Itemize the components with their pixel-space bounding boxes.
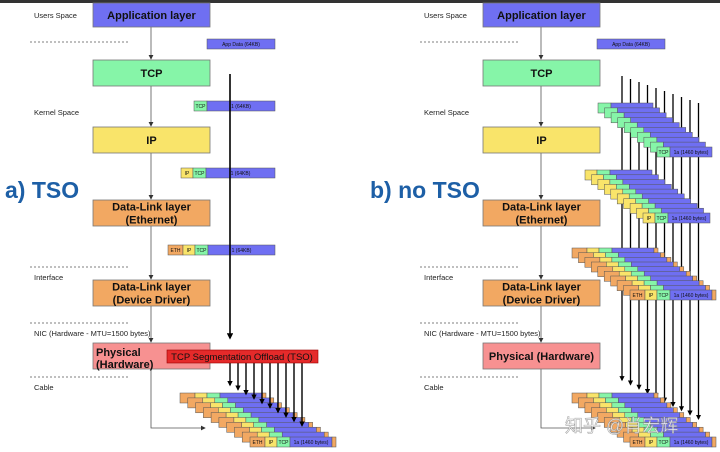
wire-frame-cell-label: 1a (1460 bytes) <box>294 440 329 446</box>
ip-segment: IP TCP 1 (64KB) <box>180 167 276 179</box>
wire-frame-cell <box>331 436 337 448</box>
ip-layer-box <box>482 126 601 154</box>
flow-arrow <box>150 369 206 431</box>
watermark: 知乎 @肖宏辉 <box>565 416 678 436</box>
eth-segment-cell-label: TCP <box>197 248 208 254</box>
ip-layer-box-label: IP <box>536 135 546 147</box>
tcp-frame: TCP 1a (1460 bytes) <box>656 146 713 158</box>
eth-segment: ETH IP TCP 1 (64KB) <box>167 244 276 256</box>
physical-layer-box-label: Physical (Hardware) <box>489 351 594 363</box>
tso-label: TCP Segmentation Offload (TSO) <box>171 352 313 363</box>
tcp-layer-box <box>482 59 601 87</box>
physical-label: Physical <box>96 347 141 359</box>
datalink-driver-box <box>92 279 211 307</box>
panel-b-title: b) no TSO <box>370 177 480 203</box>
panel-a-title: a) TSO <box>5 177 79 203</box>
tcp-segment: TCP 1 (64KB) <box>193 100 276 112</box>
tcp-segment-cell-label: TCP <box>196 104 207 110</box>
eth-segment-cell-label: ETH <box>171 248 181 254</box>
wire-frame-cell <box>711 436 717 448</box>
ip-layer-box-label: IP <box>146 135 156 147</box>
wire-frame-cell-label: IP <box>649 440 654 446</box>
ip-frame-cell-label: 1a (1460 bytes) <box>672 216 707 222</box>
app-data-segment-cell <box>206 38 276 50</box>
cable-label: Cable <box>424 383 444 392</box>
eth-frame-cell-label: 1a (1460 bytes) <box>674 293 709 299</box>
app-data-segment-cell-label: App Data (64KB) <box>612 42 650 48</box>
ip-segment-cell-label: IP <box>185 171 190 177</box>
datalink-ethernet-box-label: Data-Link layer <box>502 202 582 214</box>
tcp-segment-cell-label: 1 (64KB) <box>231 104 251 110</box>
wire-frame: ETH IP TCP 1a (1460 bytes) <box>629 436 717 448</box>
eth-segment-cell-label: IP <box>187 248 192 254</box>
tcp-segment-cell <box>206 100 276 112</box>
datalink-ethernet-box-label: (Ethernet) <box>516 215 568 227</box>
datalink-driver-box-label: Data-Link layer <box>112 282 192 294</box>
app-data-segment-cell <box>596 38 666 50</box>
eth-frame-cell <box>711 289 717 301</box>
interface-label: Interface <box>34 273 63 282</box>
physical-layer-box <box>482 342 601 370</box>
wire-frame-cell-label: IP <box>269 440 274 446</box>
tcp-layer-box-label: TCP <box>141 68 163 80</box>
tcp-frame-cell-label: 1a (1460 bytes) <box>674 150 709 156</box>
datalink-driver-box-label: (Device Driver) <box>503 295 581 307</box>
interface-label: Interface <box>424 273 453 282</box>
tso-box <box>166 349 319 364</box>
eth-frame-cell-label: ETH <box>633 293 643 299</box>
datalink-driver-box <box>482 279 601 307</box>
tcp-layer-box-label: TCP <box>531 68 553 80</box>
wire-frame: ETH IP TCP 1a (1460 bytes) <box>249 436 337 448</box>
wire-frame-cell-label: TCP <box>659 440 670 446</box>
users-space-label: Users Space <box>34 11 77 20</box>
ip-segment-cell-label: TCP <box>195 171 206 177</box>
datalink-ethernet-box <box>482 199 601 227</box>
application-layer-box <box>482 2 601 28</box>
ip-frame-cell <box>667 212 711 224</box>
eth-segment-cell-label: 1 (64KB) <box>232 248 252 254</box>
eth-frame-cell-label: TCP <box>659 293 670 299</box>
ip-frame-cell-label: TCP <box>657 216 668 222</box>
app-data-segment: App Data (64KB) <box>206 38 276 50</box>
kernel-space-label: Kernel Space <box>34 108 79 117</box>
ip-segment-cell <box>205 167 276 179</box>
wire-frame-cell-label: ETH <box>253 440 263 446</box>
tcp-layer-box <box>92 59 211 87</box>
datalink-ethernet-box-label: Data-Link layer <box>112 202 192 214</box>
ip-frame: IP TCP 1a (1460 bytes) <box>642 212 711 224</box>
datalink-ethernet-box-label: (Ethernet) <box>126 215 178 227</box>
application-layer-box <box>92 2 211 28</box>
application-layer-box-label: Application layer <box>107 10 196 22</box>
datalink-driver-box-label: (Device Driver) <box>113 295 191 307</box>
application-layer-box-label: Application layer <box>497 10 586 22</box>
cable-label: Cable <box>34 383 54 392</box>
flow-arrow <box>540 369 596 431</box>
eth-segment-cell <box>207 244 276 256</box>
eth-frame-cell-label: IP <box>649 293 654 299</box>
tcp-frame-cell-label: TCP <box>659 150 670 156</box>
ip-frame-cell-label: IP <box>647 216 652 222</box>
users-space-label: Users Space <box>424 11 467 20</box>
app-data-segment-cell-label: App Data (64KB) <box>222 42 260 48</box>
top-bar <box>0 0 720 3</box>
datalink-driver-box-label: Data-Link layer <box>502 282 582 294</box>
datalink-ethernet-box <box>92 199 211 227</box>
eth-frame: ETH IP TCP 1a (1460 bytes) <box>629 289 717 301</box>
wire-frame-cell-label: TCP <box>279 440 290 446</box>
kernel-space-label: Kernel Space <box>424 108 469 117</box>
physical-label: (Hardware) <box>96 359 154 371</box>
tcp-frame-cell <box>669 146 713 158</box>
wire-frame-cell-label: 1a (1460 bytes) <box>674 440 709 446</box>
wire-frame-cell-label: ETH <box>633 440 643 446</box>
nic-label: NIC (Hardware - MTU=1500 bytes) <box>34 329 151 338</box>
ip-segment-cell-label: 1 (64KB) <box>231 171 251 177</box>
app-data-segment: App Data (64KB) <box>596 38 666 50</box>
ip-layer-box <box>92 126 211 154</box>
nic-label: NIC (Hardware - MTU=1500 bytes) <box>424 329 541 338</box>
